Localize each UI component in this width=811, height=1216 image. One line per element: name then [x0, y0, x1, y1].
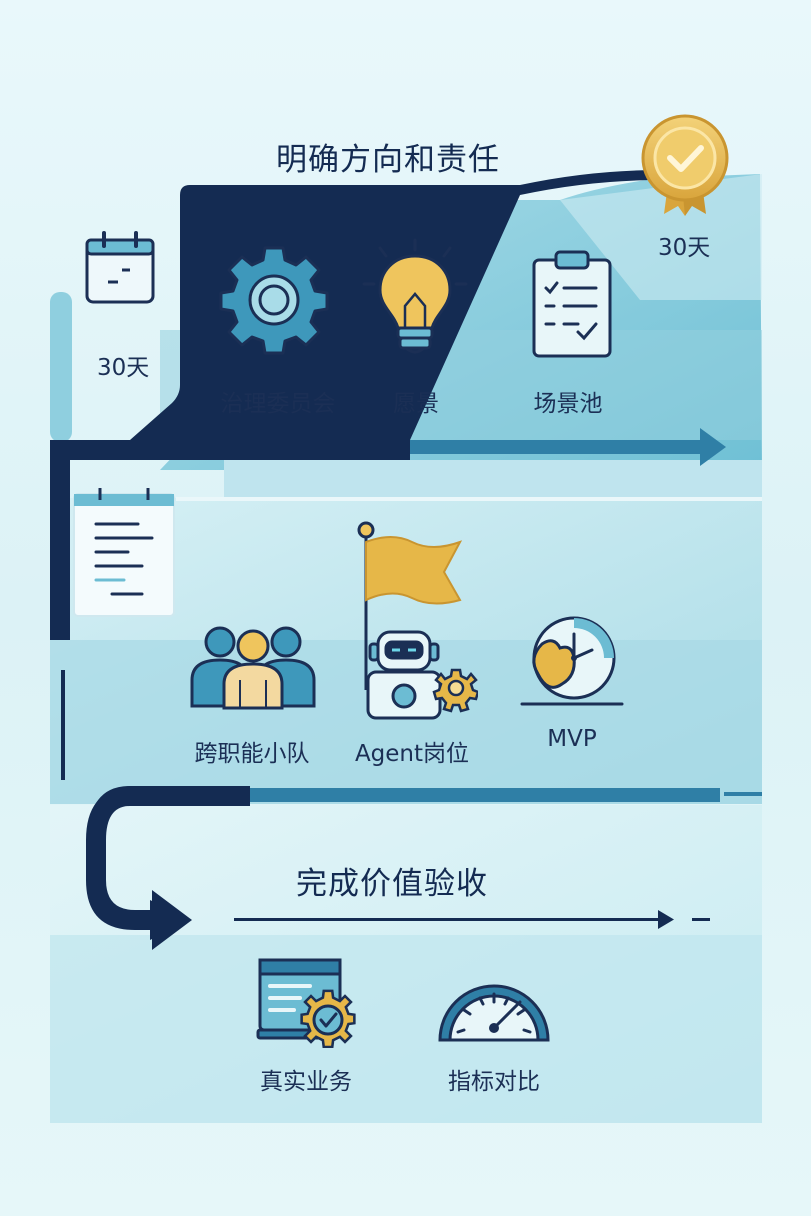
phase1-label-vision: 愿景: [393, 391, 439, 417]
medal-check-icon: [641, 114, 729, 216]
document-icon: [73, 488, 175, 617]
phase2-label-mvp: MVP: [547, 726, 597, 752]
roadmap-path: [50, 170, 660, 640]
phase3-title: 完成价值验收: [296, 866, 488, 902]
check-gear-icon: [300, 989, 356, 1048]
phase2-label-agent-role: Agent岗位: [354, 741, 470, 767]
phase1-days-left: 30天: [97, 355, 150, 381]
flag-icon: [357, 521, 463, 690]
robot-icon: [366, 630, 478, 720]
phase3-label-metric-comparison: 指标对比: [448, 1069, 540, 1095]
clipboard-icon: [532, 250, 612, 358]
phase1-label-scenario-pool: 场景池: [533, 391, 603, 417]
gear-icon: [219, 246, 329, 355]
clock-icon: [520, 616, 624, 706]
phase3-label-real-business: 真实业务: [260, 1069, 352, 1095]
phase1-days-right: 30天: [658, 235, 711, 261]
dashboard-icon: [256, 958, 356, 1048]
calendar-icon: [85, 231, 155, 304]
gauge-icon: [438, 984, 550, 1042]
arrow-right-icon: [700, 428, 726, 466]
phase1-label-governance: 治理委员会: [220, 391, 336, 417]
small-gear-icon: [432, 668, 478, 713]
phase1-title: 明确方向和责任: [276, 142, 500, 178]
lightbulb-icon: [362, 238, 468, 354]
phase2-label-cross-functional-team: 跨职能小队: [194, 741, 310, 767]
team-icon: [190, 626, 316, 710]
